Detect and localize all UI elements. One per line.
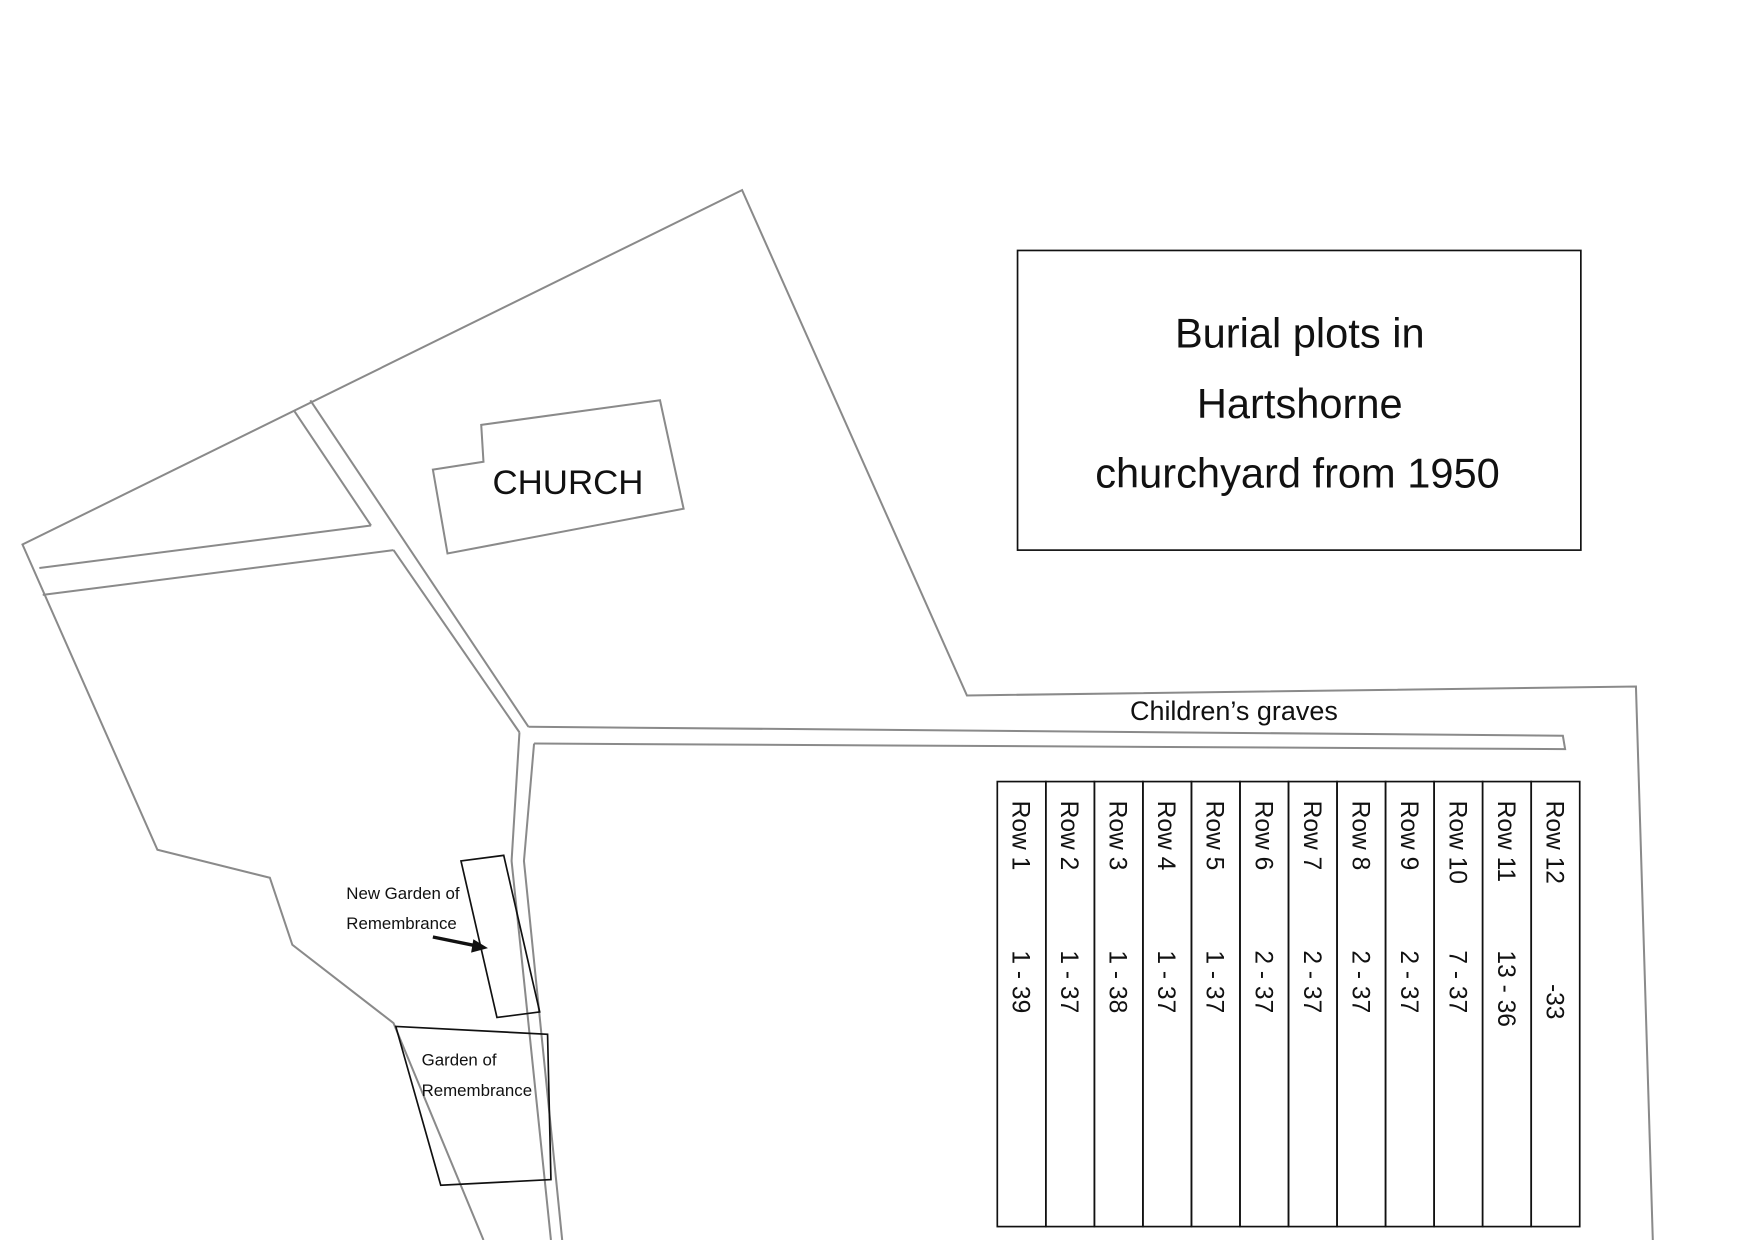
row-plot-range: 1 - 37 [1055, 950, 1082, 1013]
row-plot-range: 1 - 38 [1104, 950, 1131, 1013]
arrow-head-icon [471, 939, 488, 953]
row-label: Row 5 [1201, 801, 1228, 871]
row-label: Row 8 [1346, 801, 1373, 871]
row-label: Row 11 [1492, 801, 1519, 883]
row-label: Row 9 [1395, 801, 1422, 871]
row-label: Row 3 [1104, 801, 1131, 871]
garden-label-1: Garden of [422, 1051, 497, 1070]
row-plot-range: 13 - 36 [1492, 950, 1519, 1027]
title-line-2: Hartshorne [1197, 380, 1403, 427]
path-line [309, 399, 530, 728]
title-box [1016, 249, 1582, 551]
new-garden-of-remembrance [459, 854, 541, 1019]
path-line [42, 549, 394, 596]
churchyard-boundary [21, 188, 1654, 1240]
row-plot-range: 2 - 37 [1346, 950, 1373, 1013]
row-label: Row 2 [1055, 801, 1082, 871]
path-line [510, 732, 552, 1240]
arrow-icon [432, 935, 478, 948]
garden-of-remembrance [394, 1025, 552, 1187]
row-plot-range: 1 - 37 [1201, 950, 1228, 1013]
row-plot-range: 2 - 37 [1249, 950, 1276, 1013]
row-plot-range: 1 - 37 [1152, 950, 1179, 1013]
new-garden-label-2: Remembrance [346, 914, 456, 933]
path-line [293, 410, 372, 527]
path-line [39, 524, 372, 570]
row-label: Row 4 [1152, 801, 1179, 871]
church-outline [431, 399, 685, 555]
childrens-graves-label: Children’s graves [1130, 696, 1338, 726]
church-label: CHURCH [492, 464, 643, 502]
burial-row-12 [1530, 780, 1581, 1228]
title-line-1: Burial plots in [1175, 310, 1425, 357]
row-plot-range: 2 - 37 [1395, 950, 1422, 1013]
title-line-3: churchyard from 1950 [1095, 450, 1499, 497]
garden-label-2: Remembrance [422, 1081, 532, 1100]
burial-rows-table: Row 1 1 - 39 Row 2 1 - 37 Row 3 1 - 38 Row 4 1 … [996, 780, 1581, 1228]
new-garden-label-1: New Garden of [346, 884, 460, 903]
childrens-graves-path [528, 725, 1567, 751]
row-plot-range: 2 - 37 [1298, 950, 1325, 1013]
row-label: Row 6 [1249, 801, 1276, 871]
row-label: Row 12 [1540, 801, 1567, 884]
row-label: Row 7 [1298, 801, 1325, 871]
row-plot-range: 1 - 39 [1007, 950, 1034, 1013]
row-label: Row 10 [1443, 801, 1470, 884]
path-line [392, 549, 521, 733]
row-plot-range: -33 [1540, 984, 1567, 1020]
row-plot-range: 7 - 37 [1443, 950, 1470, 1013]
row-label: Row 1 [1007, 801, 1034, 871]
